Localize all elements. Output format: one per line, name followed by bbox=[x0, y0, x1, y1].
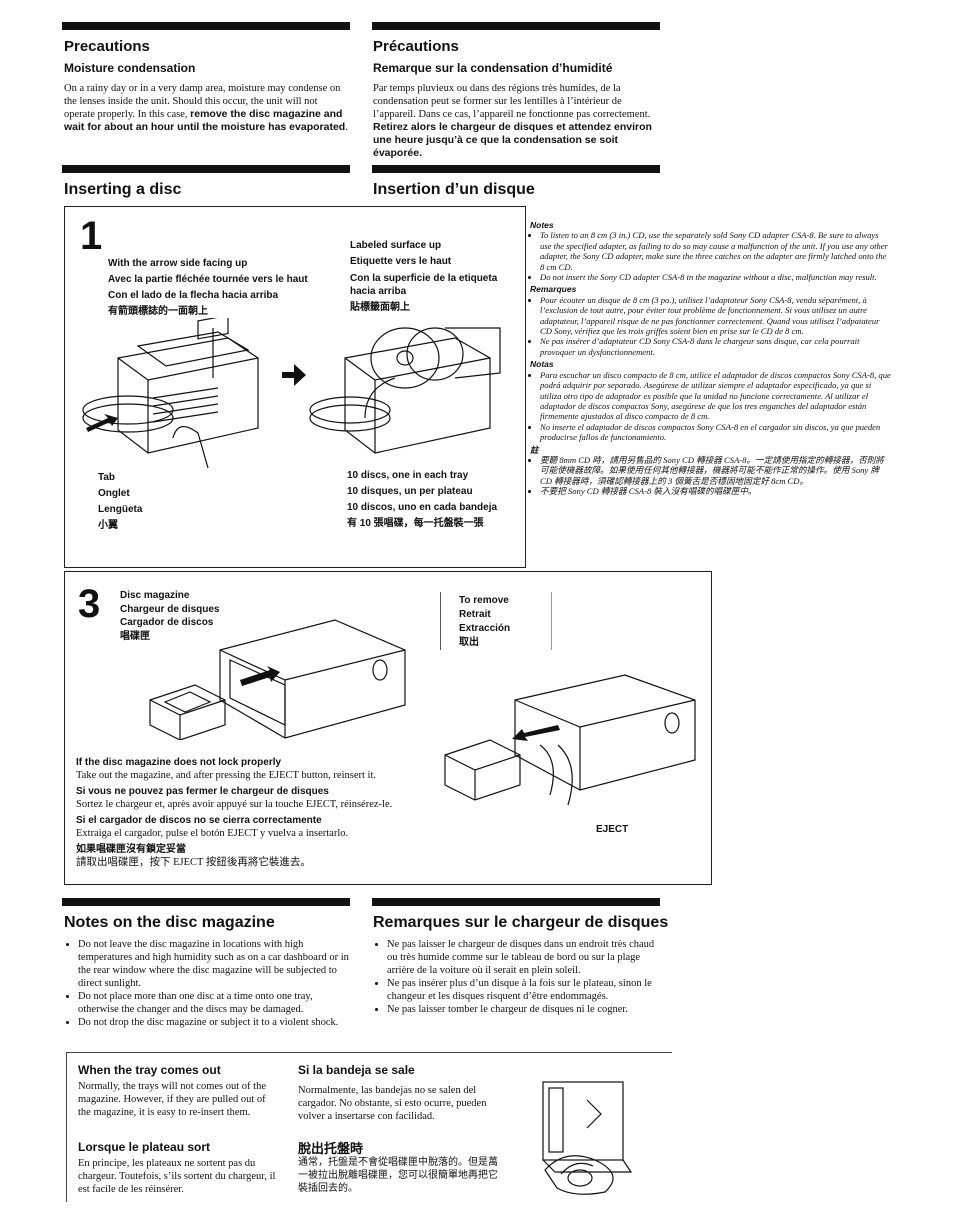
tray-text-zh: 通常，托盤是不會從唱碟匣中脫落的。但是萬一被拉出脫離唱碟匣，您可以很簡單地再把它… bbox=[298, 1157, 498, 1194]
step3-number: 3 bbox=[78, 582, 101, 626]
tray-title-fr: Lorsque le plateau sort bbox=[78, 1140, 211, 1154]
right-arrow-icon bbox=[282, 364, 306, 386]
changer-insert-illustration-left bbox=[82, 318, 259, 469]
notes-magazine-list-fr: Ne pas laisser le chargeur de disques da… bbox=[373, 938, 663, 1016]
section-rule bbox=[372, 22, 660, 30]
tray-title-en: When the tray comes out bbox=[78, 1063, 221, 1077]
section-rule bbox=[62, 165, 350, 173]
section-rule bbox=[372, 165, 660, 173]
moisture-subtitle-fr: Remarque sur la condensation d’humidité bbox=[373, 61, 613, 75]
to-remove-box: To remove Retrait Extracción 取出 bbox=[440, 592, 552, 650]
tray-text-fr: En principe, les plateaux ne sortent pas… bbox=[78, 1158, 276, 1195]
step3-box bbox=[64, 571, 712, 885]
step1-number: 1 bbox=[80, 214, 103, 258]
notes-magazine-list-en: Do not leave the disc magazine in locati… bbox=[64, 938, 354, 1029]
adapter-notes: Notes To listen to an 8 cm (3 in.) CD, u… bbox=[530, 218, 892, 497]
notes-magazine-title-fr: Remarques sur le chargeur de disques bbox=[373, 914, 669, 931]
section-rule bbox=[62, 898, 350, 906]
precautions-title-fr: Précautions bbox=[373, 38, 459, 55]
inserting-title-fr: Insertion d’un disque bbox=[373, 181, 535, 198]
tray-reinsert-illustration bbox=[542, 1081, 633, 1195]
tab-label: Tab Onglet Lengüeta 小翼 bbox=[98, 472, 143, 531]
disc-magazine-label: Disc magazine Chargeur de disques Cargad… bbox=[120, 590, 220, 642]
step1-box bbox=[64, 206, 526, 568]
tray-box-rule bbox=[66, 1052, 672, 1053]
tray-box-left-rule bbox=[66, 1052, 67, 1202]
magazine-insert-illustration bbox=[149, 619, 406, 740]
discs-count-label: 10 discs, one in each tray 10 disques, u… bbox=[347, 470, 498, 529]
inserting-title-en: Inserting a disc bbox=[64, 181, 182, 198]
tray-title-zh: 脫出托盤時 bbox=[298, 1141, 364, 1156]
moisture-subtitle-en: Moisture condensation bbox=[64, 61, 196, 75]
lock-instructions: If the disc magazine does not lock prope… bbox=[76, 757, 393, 868]
tray-title-es: Si la bandeja se sale bbox=[298, 1063, 415, 1077]
precautions-text-en: On a rainy day or in a very damp area, m… bbox=[64, 83, 348, 133]
notes-magazine-title-en: Notes on the disc magazine bbox=[64, 914, 275, 931]
arrow-side-label: With the arrow side facing up Avec la pa… bbox=[108, 258, 308, 317]
changer-insert-illustration-right bbox=[309, 327, 501, 454]
precautions-title-en: Precautions bbox=[64, 38, 150, 55]
eject-label: EJECT bbox=[596, 824, 629, 835]
magazine-remove-illustration bbox=[444, 674, 696, 806]
precautions-text-fr: Par temps pluvieux ou dans des régions t… bbox=[373, 83, 652, 159]
tray-text-en: Normally, the trays will not comes out o… bbox=[78, 1081, 266, 1118]
tray-text-es: Normalmente, las bandejas no se salen de… bbox=[298, 1085, 487, 1122]
labeled-surface-label: Labeled surface up Etiquette vers le hau… bbox=[350, 240, 498, 313]
section-rule bbox=[372, 898, 660, 906]
section-rule bbox=[62, 22, 350, 30]
